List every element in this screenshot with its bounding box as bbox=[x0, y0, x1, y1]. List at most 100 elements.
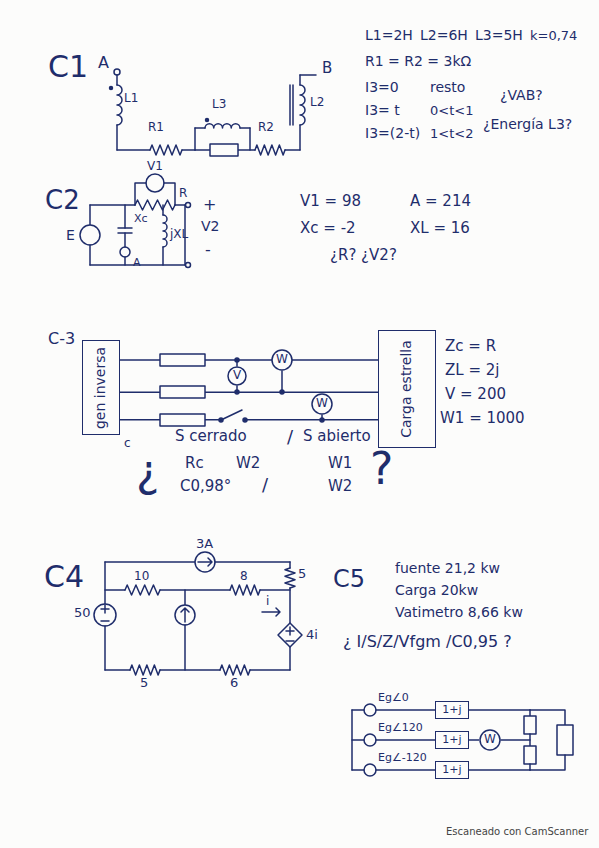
scanner-watermark: Escaneado con CamScanner bbox=[446, 826, 588, 837]
wire-stroke bbox=[235, 390, 239, 394]
handwritten-label: L2=6H bbox=[420, 28, 468, 43]
switch-contact bbox=[243, 418, 247, 422]
node-text: W bbox=[316, 397, 328, 410]
resistor-box bbox=[160, 354, 205, 366]
circuit-c2 bbox=[80, 174, 191, 268]
wire-connector bbox=[120, 359, 378, 361]
circuit-c3 bbox=[160, 354, 324, 426]
circuit-c4 bbox=[94, 552, 302, 675]
inductor-symbol bbox=[205, 124, 240, 128]
wire-stroke bbox=[501, 739, 530, 741]
handwritten-label: R1 bbox=[148, 121, 164, 134]
terminal bbox=[186, 203, 191, 208]
impedance-box: 1+j bbox=[435, 761, 469, 779]
handwritten-label: C2 bbox=[45, 186, 80, 215]
handwritten-label: 5 bbox=[140, 676, 148, 690]
meter-circle: V bbox=[227, 366, 247, 386]
meter-circle: W bbox=[271, 349, 293, 371]
resistor-symbol bbox=[130, 665, 160, 675]
current-source bbox=[195, 552, 215, 572]
block-box: gen inversa bbox=[82, 340, 120, 435]
load-impedance bbox=[524, 716, 536, 734]
wire-stroke bbox=[289, 562, 291, 568]
handwritten-label: W2 bbox=[236, 455, 260, 472]
meter-ring bbox=[480, 730, 500, 750]
node-text: 1+j bbox=[442, 734, 461, 746]
handwritten-label: V = 200 bbox=[445, 386, 506, 403]
wire-stroke bbox=[285, 149, 300, 151]
voltage-source bbox=[94, 604, 116, 626]
handwritten-label: ¿VAB? bbox=[500, 88, 543, 103]
wire-stroke bbox=[175, 204, 185, 206]
handwritten-label: / bbox=[287, 427, 293, 447]
handwritten-label: 1<t<2 bbox=[430, 127, 473, 141]
handwritten-label: Eg∠0 bbox=[378, 692, 409, 704]
wire-stroke bbox=[529, 710, 531, 716]
impedance-box: 1+j bbox=[435, 701, 469, 719]
wire-stroke bbox=[162, 247, 164, 265]
wire-stroke bbox=[117, 149, 150, 151]
wire-stroke bbox=[250, 669, 290, 671]
handwritten-label: - bbox=[205, 241, 211, 259]
wire-stroke bbox=[289, 647, 291, 670]
handwritten-label: S cerrado bbox=[175, 428, 247, 445]
wire-stroke bbox=[198, 558, 212, 566]
inductor-symbol bbox=[117, 85, 122, 125]
handwritten-label: Zc = R bbox=[445, 338, 496, 355]
wire-stroke bbox=[182, 149, 195, 151]
resistor-symbol bbox=[230, 585, 260, 595]
handwritten-label: ¿Energía L3? bbox=[483, 117, 572, 132]
wire-stroke bbox=[184, 590, 186, 605]
wire-stroke bbox=[105, 561, 195, 563]
handwritten-label: + bbox=[203, 196, 216, 214]
handwritten-label: Vatimetro 8,66 kw bbox=[395, 605, 523, 620]
resistor-symbol bbox=[150, 145, 182, 155]
node-text: gen inversa bbox=[93, 346, 108, 428]
wire-stroke bbox=[281, 371, 283, 392]
wire-stroke bbox=[104, 605, 106, 613]
meter-ring bbox=[312, 394, 332, 414]
handwritten-label: ZL = 2j bbox=[445, 362, 499, 379]
terminal bbox=[186, 263, 191, 268]
handwritten-label: L2 bbox=[310, 96, 324, 109]
resistor-box bbox=[160, 414, 205, 426]
handwritten-label: I3= t bbox=[365, 103, 400, 118]
handwritten-label: ¿R? ¿V2? bbox=[330, 247, 397, 264]
wire-stroke bbox=[105, 669, 130, 671]
handwritten-label: R2 bbox=[258, 121, 274, 134]
handwritten-label: C5 bbox=[333, 566, 365, 592]
inductor-symbol bbox=[163, 215, 167, 247]
handwritten-label: k=0,74 bbox=[530, 29, 577, 43]
wire-stroke bbox=[90, 204, 135, 206]
handwritten-label: E bbox=[66, 228, 75, 243]
handwritten-label: C0,98° bbox=[180, 478, 231, 495]
handwritten-label: 50 bbox=[74, 606, 91, 620]
handwritten-label: Xc = -2 bbox=[300, 220, 356, 237]
handwritten-label: ? bbox=[370, 445, 393, 493]
node-text: Carga estrella bbox=[399, 340, 414, 438]
current-source bbox=[175, 605, 195, 625]
resistor-symbol bbox=[220, 665, 250, 675]
block-box: Carga estrella bbox=[378, 330, 436, 448]
wire-stroke bbox=[89, 245, 91, 265]
handwritten-label: XL = 16 bbox=[410, 220, 470, 237]
wire-stroke bbox=[352, 769, 364, 771]
wire-stroke bbox=[194, 128, 196, 150]
wire-stroke bbox=[160, 589, 230, 591]
handwritten-label: W1 = 1000 bbox=[440, 410, 525, 427]
wire-connector bbox=[120, 419, 378, 421]
wire-stroke bbox=[215, 561, 290, 563]
handwritten-label: 0<t<1 bbox=[430, 104, 473, 118]
handwritten-label: R1 = R2 = 3kΩ bbox=[365, 54, 471, 69]
wire-stroke bbox=[299, 75, 301, 85]
coupling-dot bbox=[110, 87, 113, 90]
meter-ring bbox=[228, 367, 246, 385]
handwritten-label: I3=(2-t) bbox=[365, 126, 420, 141]
handwritten-label: resto bbox=[430, 80, 465, 95]
handwritten-label: V1 = 98 bbox=[300, 193, 361, 210]
wire-stroke bbox=[260, 589, 290, 591]
handwritten-label: c bbox=[124, 437, 131, 450]
wire-stroke bbox=[300, 74, 316, 76]
handwritten-label: 10 bbox=[134, 570, 149, 583]
